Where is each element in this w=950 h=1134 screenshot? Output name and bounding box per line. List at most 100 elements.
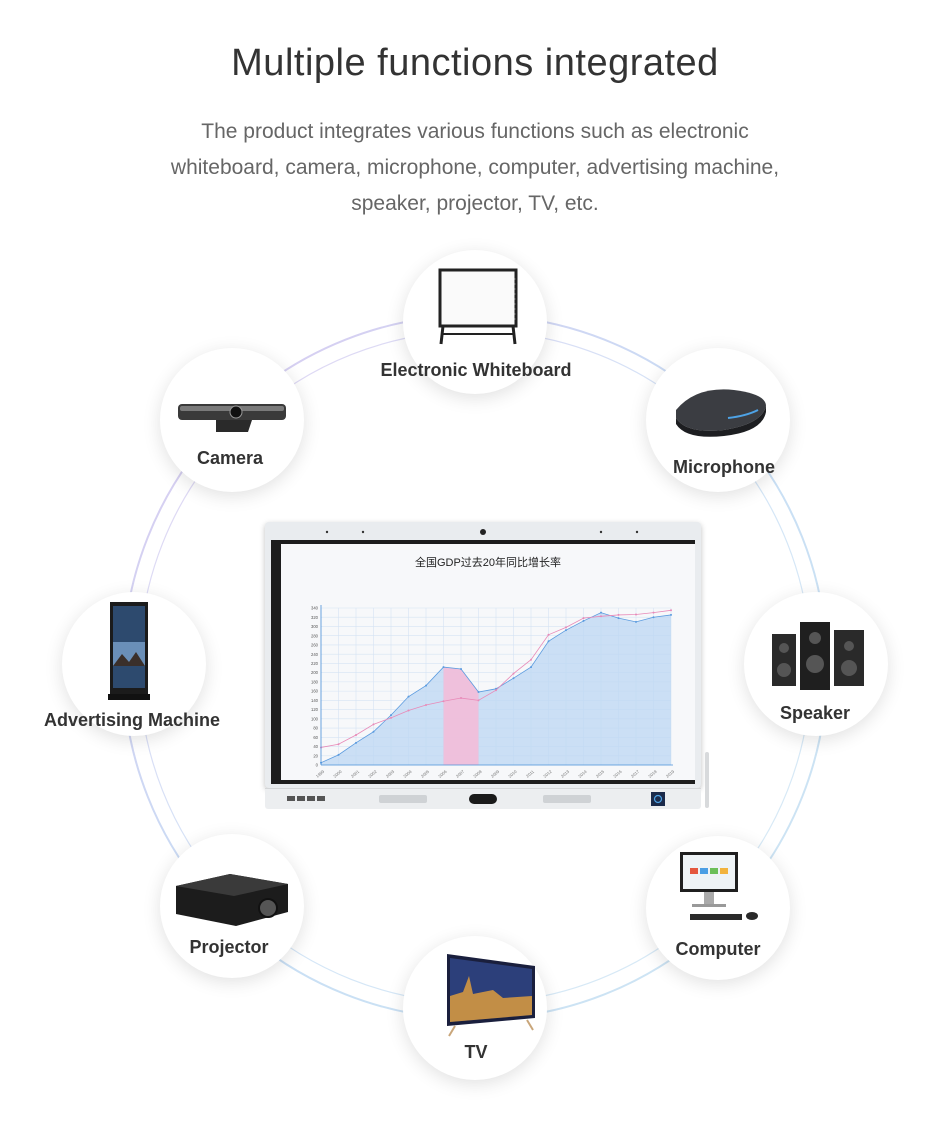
label-speaker: Speaker	[779, 703, 851, 723]
page-title: Multiple functions integrated	[231, 42, 719, 84]
y-tick-label: 60	[313, 735, 318, 740]
x-tick-label: 2015	[595, 769, 606, 779]
x-tick-label: 1999	[315, 769, 326, 779]
power-button-icon[interactable]	[651, 792, 665, 806]
computer-node[interactable]	[646, 836, 790, 980]
camera-icon	[178, 404, 286, 432]
whiteboard-icon	[438, 268, 518, 345]
y-tick-label: 280	[311, 633, 319, 638]
data-point	[530, 658, 532, 661]
label-electronic-whiteboard: Electronic Whiteboard	[380, 360, 572, 380]
webcam-icon	[480, 529, 486, 535]
data-point	[372, 723, 375, 726]
label-advertising-machine: Advertising Machine	[43, 710, 221, 730]
x-tick-label: 2011	[525, 769, 536, 779]
speaker-grille-left	[379, 795, 427, 803]
logo-badge	[469, 794, 497, 804]
speaker-grille-right	[543, 795, 591, 803]
label-tv: TV	[464, 1042, 488, 1062]
data-point	[355, 733, 357, 736]
y-tick-label: 220	[311, 661, 319, 666]
whiteboard-node[interactable]	[403, 250, 547, 394]
data-point	[460, 667, 462, 670]
x-tick-label: 2014	[577, 769, 588, 779]
camera-node[interactable]	[160, 348, 304, 492]
y-tick-label: 20	[313, 753, 318, 758]
data-point	[407, 709, 410, 712]
projector-icon	[176, 874, 288, 926]
soundbar-controls	[287, 792, 665, 806]
x-tick-label: 2008	[472, 769, 483, 779]
label-camera: Camera	[196, 448, 264, 468]
highlight-band	[443, 667, 479, 765]
x-tick-label: 2018	[647, 769, 658, 779]
tv-node[interactable]	[403, 936, 547, 1080]
data-point	[652, 611, 655, 614]
chart-title: 全国GDP过去20年同比增长率	[414, 557, 562, 569]
data-point	[582, 617, 585, 620]
y-tick-label: 120	[311, 707, 319, 712]
y-tick-label: 260	[311, 643, 319, 648]
data-point	[635, 620, 637, 623]
data-point	[617, 613, 620, 616]
tv-icon	[447, 954, 535, 1037]
page-subtitle: The product integrates various functions…	[115, 114, 835, 222]
x-tick-label: 2013	[560, 769, 571, 779]
data-point	[495, 689, 497, 692]
y-tick-label: 80	[313, 726, 318, 731]
y-tick-label: 180	[311, 679, 319, 684]
data-point	[565, 626, 567, 629]
advertising-machine-node[interactable]	[62, 592, 206, 736]
data-point	[635, 613, 637, 616]
data-point	[600, 615, 602, 618]
projector-node[interactable]	[160, 834, 304, 978]
data-point	[582, 619, 585, 622]
x-tick-label: 2000	[332, 769, 343, 779]
data-point	[372, 730, 375, 733]
y-tick-label: 160	[311, 689, 319, 694]
microphone-node[interactable]	[646, 348, 790, 492]
y-tick-label: 0	[316, 763, 319, 768]
x-tick-label: 2006	[437, 769, 448, 779]
y-tick-label: 340	[311, 606, 319, 611]
x-tick-label: 2001	[350, 769, 361, 779]
data-point	[337, 743, 340, 746]
x-tick-label: 2005	[420, 769, 431, 779]
label-microphone: Microphone	[673, 457, 775, 477]
data-point	[477, 691, 480, 694]
data-point	[355, 741, 357, 744]
x-tick-label: 2004	[402, 769, 413, 779]
panel-top-bar	[325, 529, 639, 535]
subtitle-line: The product integrates various functions…	[201, 120, 749, 143]
data-point	[617, 617, 620, 620]
data-point	[547, 640, 550, 643]
data-point	[442, 666, 445, 669]
data-point	[670, 609, 672, 612]
x-tick-label: 2017	[630, 769, 641, 779]
data-point	[652, 616, 655, 619]
data-point	[600, 611, 602, 614]
y-tick-label: 40	[313, 744, 318, 749]
subtitle-line: speaker, projector, TV, etc.	[351, 192, 599, 215]
label-projector: Projector	[189, 937, 269, 957]
y-tick-label: 100	[311, 716, 319, 721]
x-tick-label: 2019	[665, 769, 676, 779]
gdp-chart: 0204060801001201401601802002202402602803…	[311, 605, 676, 779]
advertising-machine-icon	[108, 602, 150, 700]
x-tick-label: 2009	[490, 769, 501, 779]
computer-icon	[680, 852, 758, 920]
y-tick-label: 300	[311, 624, 319, 629]
data-point	[390, 714, 392, 717]
data-point	[547, 633, 550, 636]
x-tick-label: 2016	[612, 769, 623, 779]
subtitle-line: whiteboard, camera, microphone, computer…	[170, 156, 780, 179]
data-point	[512, 672, 515, 675]
data-point	[565, 629, 567, 632]
data-point	[670, 613, 672, 616]
speaker-node[interactable]	[744, 592, 888, 736]
speaker-icon	[772, 622, 864, 690]
data-point	[337, 753, 340, 756]
